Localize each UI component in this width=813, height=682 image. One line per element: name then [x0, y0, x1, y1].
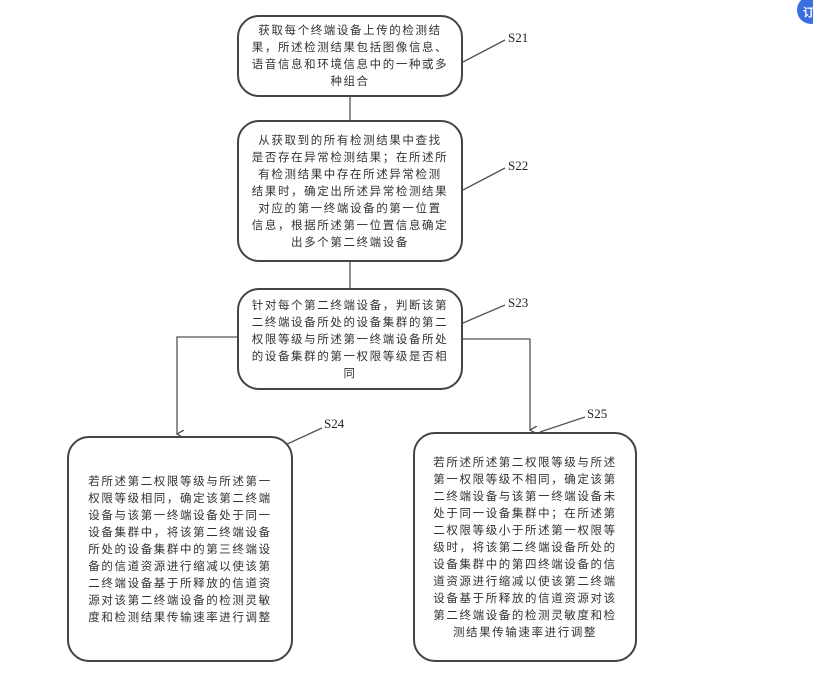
step-text-line: 备的信道资源进行缩减以使该第 — [88, 558, 272, 573]
step-text-line: 同 — [343, 365, 357, 380]
step-box-s24: 若所述第二权限等级与所述第一权限等级相同，确定该第二终端设备与该第一终端设备处于… — [67, 436, 293, 662]
step-text-line: 有检测结果中存在所述异常检测 — [258, 166, 442, 181]
step-text-line: 二权限等级小于所述第一权限等 — [433, 522, 617, 537]
badge-glyph: 订 — [803, 6, 813, 19]
step-text-line: 是否存在异常检测结果；在所述所 — [251, 149, 449, 164]
step-label-s21: S21 — [508, 30, 529, 45]
step-box-s22: 从获取到的所有检测结果中查找是否存在异常检测结果；在所述所有检测结果中存在所述异… — [237, 120, 463, 262]
step-text-line: 果，所述检测结果包括图像信息、 — [251, 40, 449, 54]
arrow-s23-s24 — [177, 336, 237, 434]
leader-s25 — [539, 416, 586, 433]
step-text-line: 信息，根据所述第一位置信息确定 — [251, 217, 449, 232]
step-text-line: 结果时，确定出所述异常检测结果 — [251, 183, 449, 198]
step-box-s23: 针对每个第二终端设备，判断该第二终端设备所处的设备集群的第二权限等级与所述第一终… — [237, 288, 463, 390]
leader-s22 — [462, 167, 506, 191]
step-text-line: 针对每个第二终端设备，判断该第 — [251, 297, 449, 312]
step-text-line: 处于同一设备集群中；在所述第 — [433, 505, 617, 520]
step-text-line: 权限等级相同，确定该第二终端 — [88, 490, 272, 505]
step-text-line: 若所述所述第二权限等级与所述 — [433, 454, 617, 469]
arrow-s23-s25 — [463, 338, 530, 430]
step-text-line: 度和检测结果传输速率进行调整 — [88, 609, 272, 624]
step-label-s25: S25 — [587, 406, 608, 421]
leader-s23 — [462, 304, 506, 324]
step-text-line: 二终端设备与该第一终端设备未 — [433, 488, 617, 503]
step-text-line: 道资源进行缩减以使该第二终端 — [433, 573, 617, 588]
step-box-s21: 获取每个终端设备上传的检测结果，所述检测结果包括图像信息、语音信息和环境信息中的… — [237, 15, 463, 97]
step-text-line: 第一权限等级不相同，确定该第 — [433, 471, 617, 486]
step-text-line: 若所述第二权限等级与所述第一 — [88, 473, 272, 488]
step-text-line: 对应的第一终端设备的第一位置 — [258, 200, 442, 215]
step-text-line: 语音信息和环境信息中的一种或多 — [251, 57, 449, 71]
leader-s24 — [284, 427, 323, 446]
step-text-line: 二终端设备基于所释放的信道资 — [88, 575, 272, 590]
step-text-line: 测结果传输速率进行调整 — [452, 624, 598, 639]
step-box-s25: 若所述所述第二权限等级与所述第一权限等级不相同，确定该第二终端设备与该第一终端设… — [413, 432, 637, 662]
step-text-line: 种组合 — [330, 74, 370, 88]
step-text-line: 从获取到的所有检测结果中查找 — [258, 132, 442, 147]
step-text-line: 级时，将该第二终端设备所处的 — [433, 539, 617, 554]
step-text-line: 设备基于所释放的信道资源对该 — [433, 590, 617, 605]
leader-s21 — [462, 39, 506, 63]
step-text-line: 获取每个终端设备上传的检测结 — [258, 23, 442, 37]
step-label-s22: S22 — [508, 158, 529, 173]
step-text-line: 源对该第二终端设备的检测灵敏 — [88, 592, 272, 607]
step-text-line: 第二终端设备的检测灵敏度和检 — [433, 607, 617, 622]
translate-badge-icon[interactable]: 订 — [797, 0, 813, 24]
step-text-line: 的设备集群的第一权限等级是否相 — [251, 348, 449, 363]
step-label-s24: S24 — [324, 416, 345, 431]
step-text-line: 设备集群中，将该第二终端设备 — [88, 524, 272, 539]
step-text-line: 出多个第二终端设备 — [291, 234, 409, 249]
step-text-line: 所处的设备集群中的第三终端设 — [88, 541, 272, 556]
step-text-line: 设备与该第一终端设备处于同一 — [88, 507, 272, 522]
step-text-line: 二终端设备所处的设备集群的第二 — [251, 314, 449, 329]
step-text-line: 设备集群中的第四终端设备的信 — [433, 556, 617, 571]
step-text-line: 权限等级与所述第一终端设备所处 — [251, 331, 449, 346]
step-label-s23: S23 — [508, 295, 529, 310]
